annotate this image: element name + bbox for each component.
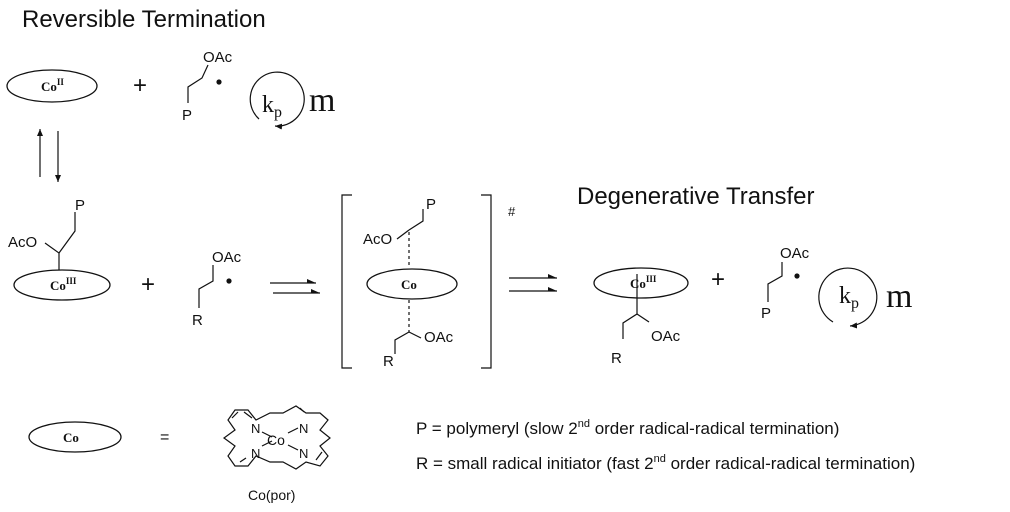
ts-r: R [383,353,394,370]
vertical-equilibrium-arrows [37,129,61,182]
equals-sign: = [160,429,169,446]
radical-dot-1 [216,79,222,85]
radical-2-bonds [767,262,783,302]
porphyrin-double-bonds [231,407,323,463]
porphyrin-ellipse-ts [366,268,458,300]
co-iii-aco: AcO [8,234,37,251]
kp-label-1: kp [262,92,282,121]
polymeryl-radical-1: OAc P [182,49,233,124]
polymeryl-radical-2: OAc P [761,245,810,322]
initiator-radical: OAc R [192,249,242,329]
kp-label-2: kp [839,283,859,312]
porphyrin-n-4: N [299,446,308,461]
left-bracket [341,194,352,369]
ts-upper-bonds-b [396,229,410,240]
co-n-bond-1 [261,431,273,438]
porphyrin-ellipse-co-iii-1 [13,269,111,301]
legend-p-definition: P = polymeryl (slow 2nd order radical-ra… [416,418,839,438]
equilibrium-arrows-2 [509,274,557,292]
co-iii-alkyl-complex: AcO P CoIII [8,197,111,301]
porphyrin-n-2: N [299,421,308,436]
radical-dot-3 [794,273,800,279]
radical-1-p: P [182,107,192,124]
co-iii-r-complex: CoIII OAc R [593,267,689,367]
equilibrium-arrows-1 [270,279,320,294]
co-ii-label: CoII [41,77,64,94]
co-definition: Co = [28,421,169,453]
porphyrin-ring [222,405,331,470]
right-bracket [481,194,492,369]
ts-lower-bonds-a [394,331,410,354]
ts-aco: AcO [363,231,392,248]
radical-dot-2 [226,278,232,284]
co-n-bond-3 [261,440,273,447]
porphyrin-ellipse-co-iii-2 [593,267,689,299]
initiator-radical-r: R [192,312,203,329]
co-iii-p: P [75,197,85,214]
porphyrin-n-1: N [251,421,260,436]
initiator-radical-bonds [198,265,214,308]
co-iii-r-bonds-b [636,313,650,323]
co-iii-label-2: CoIII [630,274,657,291]
porphyrin-ellipse-co-ii [6,69,98,103]
porphyrin-n-3: N [251,446,260,461]
legend-r-definition: R = small radical initiator (fast 2nd or… [416,453,915,473]
co-iii-bond-b [58,212,76,254]
propagation-arc-2 [818,267,878,329]
monomer-m-2: m [886,278,912,315]
ts-upper-bonds-a [408,209,424,231]
monomer-m-1: m [309,82,335,119]
transition-state: # AcO P Co OAc R [341,194,516,370]
radical-2-p: P [761,305,771,322]
propagation-cycle-1: kp m [249,71,335,130]
ts-co-label: Co [401,277,417,292]
co-iii-r-r: R [611,350,622,367]
radical-1-oac: OAc [203,49,233,66]
legend-co-label: Co [63,430,79,445]
ts-lower-bonds-b [408,331,422,339]
propagation-cycle-2: kp m [818,267,912,329]
title-reversible-termination: Reversible Termination [22,6,266,33]
plus-sign-3: + [711,266,725,293]
ts-p: P [426,196,436,213]
title-degenerative-transfer: Degenerative Transfer [577,183,814,210]
radical-1-bonds [187,64,209,103]
co-iii-r-bonds-a [622,274,638,339]
propagation-arc-1 [249,71,305,130]
co-iii-label-1: CoIII [50,276,77,293]
co-iii-r-oac: OAc [651,328,681,345]
initiator-radical-oac: OAc [212,249,242,266]
plus-sign-1: + [133,72,147,99]
porphyrin-structure: N N N N Co Co(por) [222,405,331,503]
radical-2-oac: OAc [780,245,810,262]
co-iii-bond-a [44,242,60,272]
transition-state-hash: # [508,204,516,219]
co-ii-complex: CoII [6,69,98,103]
co-n-bond-4 [287,444,299,451]
porphyrin-co: Co [267,432,285,448]
plus-sign-2: + [141,271,155,298]
co-por-caption: Co(por) [248,487,295,503]
ts-oac: OAc [424,329,454,346]
co-n-bond-2 [287,427,299,434]
porphyrin-ellipse-legend [28,421,122,453]
